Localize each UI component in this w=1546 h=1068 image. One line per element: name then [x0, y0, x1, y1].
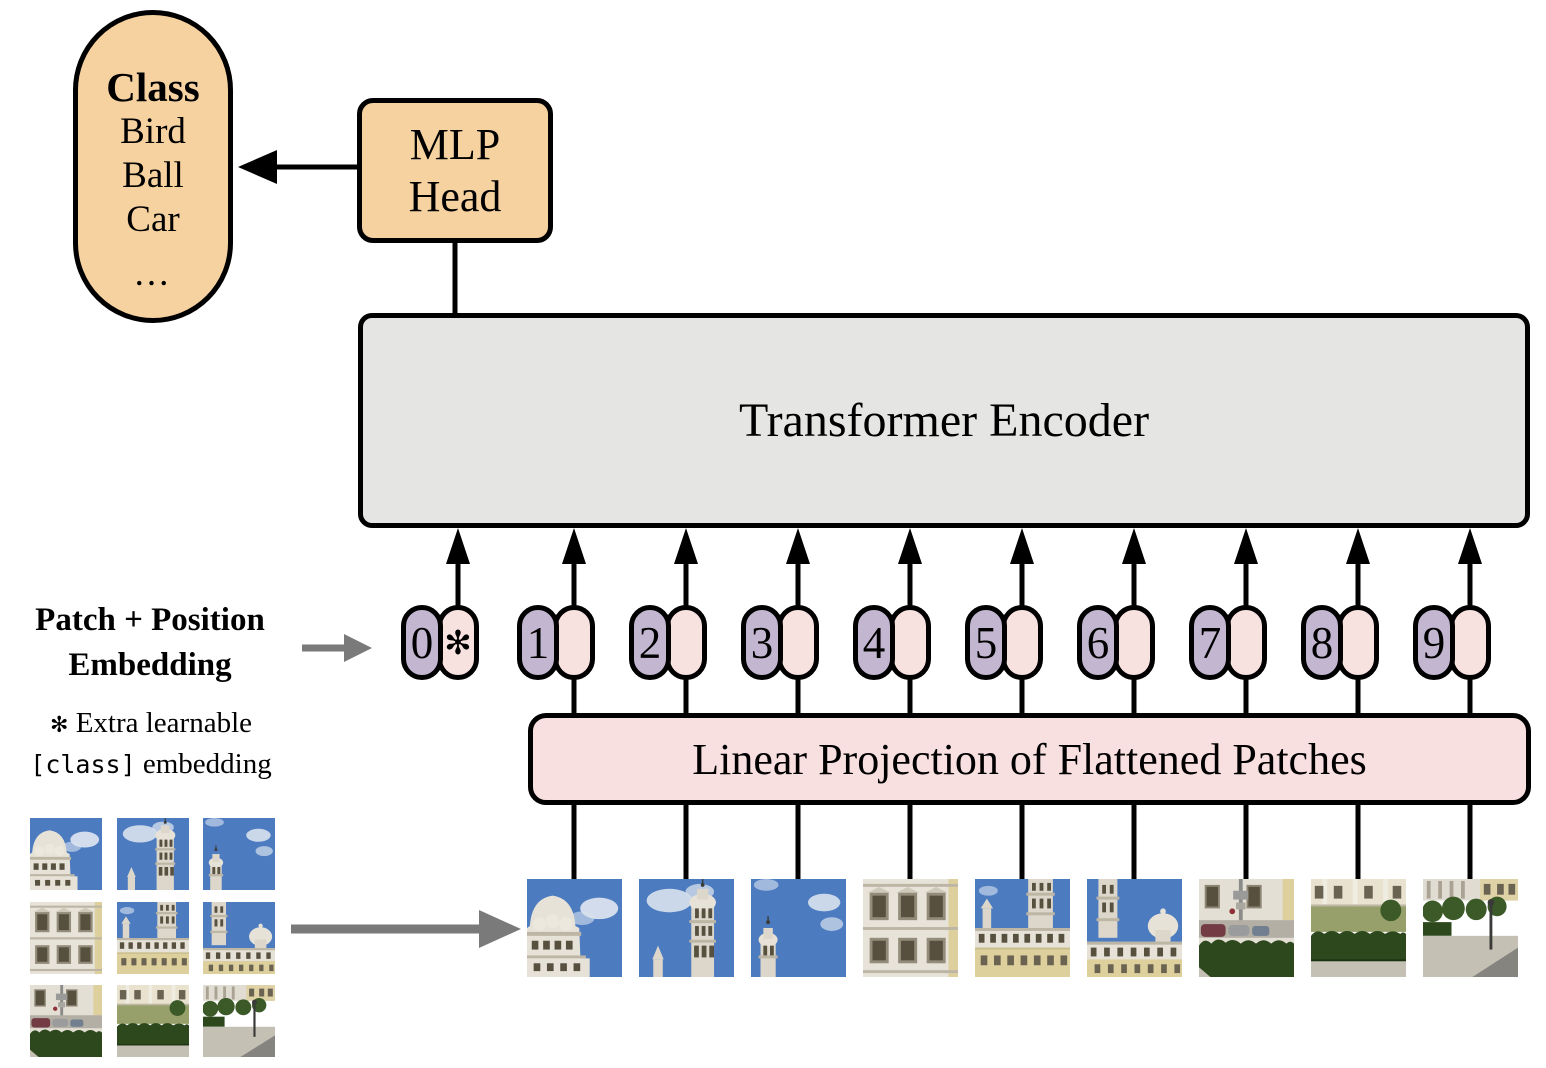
linear-projection-box: Linear Projection of Flattened Patches	[528, 713, 1531, 805]
token-pair: 7	[1189, 605, 1267, 680]
grid-cell-dome-sky	[30, 818, 102, 890]
position-token: 2	[629, 605, 671, 680]
position-token: 5	[965, 605, 1007, 680]
grid-cell-facade-ornate	[117, 902, 189, 974]
position-token-number: 2	[638, 617, 662, 668]
grid-cell-street-cars-hedge	[30, 985, 102, 1057]
grid-cell-towers-facade	[203, 902, 275, 974]
arrowhead-icon	[1234, 528, 1258, 564]
patch-token	[1225, 605, 1267, 680]
patch-token	[665, 605, 707, 680]
patch-token	[1113, 605, 1155, 680]
grid-cell-path-bushes	[203, 985, 275, 1057]
position-token-number: 3	[750, 617, 774, 668]
token-pair: 1	[517, 605, 595, 680]
patch-image-spire-sky	[751, 879, 846, 977]
token-pair: 4	[853, 605, 931, 680]
position-token-number: 8	[1310, 617, 1334, 668]
arrowhead-icon	[898, 528, 922, 564]
footnote-star-icon: ✻	[50, 713, 69, 738]
patch-image-towers-facade	[1087, 879, 1182, 977]
arrowhead-icon	[1346, 528, 1370, 564]
token-pair: 2	[629, 605, 707, 680]
arrowhead-icon	[1010, 528, 1034, 564]
patch-token	[1001, 605, 1043, 680]
patch-position-embedding-label: Patch + Position Embedding	[35, 602, 265, 683]
patch-token	[777, 605, 819, 680]
patch-token	[1449, 605, 1491, 680]
patch-image-street-cars-hedge	[1199, 879, 1294, 977]
arrowhead-icon	[344, 634, 372, 662]
position-token-number: 7	[1198, 617, 1222, 668]
class-item: Car	[126, 198, 180, 240]
arrowhead-icon	[674, 528, 698, 564]
transformer-encoder-label: Transformer Encoder	[738, 394, 1150, 447]
footnote-text: embedding	[142, 748, 272, 780]
class-output-pill: Class Bird Ball Car ...	[73, 10, 233, 323]
position-token: 8	[1301, 605, 1343, 680]
position-token-number: 6	[1086, 617, 1110, 668]
arrowhead-icon	[1458, 528, 1482, 564]
class-embedding-footnote: ✻ Extra learnable [class] embedding	[5, 704, 297, 784]
position-token: 0	[401, 605, 443, 680]
grid-cell-hedge-garden	[117, 985, 189, 1057]
position-token: 6	[1077, 605, 1119, 680]
token-pair: 5	[965, 605, 1043, 680]
footnote-text: Extra learnable	[75, 707, 252, 739]
patch-image-facade-ornate	[975, 879, 1070, 977]
position-token: 3	[741, 605, 783, 680]
arrowhead-icon	[1122, 528, 1146, 564]
token-pair: 8	[1301, 605, 1379, 680]
patch-token	[1337, 605, 1379, 680]
patch-token	[889, 605, 931, 680]
patch-image-path-bushes	[1423, 879, 1518, 977]
linear-projection-label: Linear Projection of Flattened Patches	[692, 734, 1367, 784]
class-token-star-icon: ✻	[444, 623, 472, 662]
arrowhead-icon	[446, 528, 470, 564]
patch-image-facade-windows	[863, 879, 958, 977]
position-token: 4	[853, 605, 895, 680]
position-token-number: 0	[410, 617, 434, 668]
arrowhead-icon	[479, 910, 521, 948]
position-token: 7	[1189, 605, 1231, 680]
position-token-number: 9	[1422, 617, 1446, 668]
position-token-number: 4	[862, 617, 886, 668]
class-item: Ball	[122, 154, 184, 196]
grid-cell-spire-sky	[203, 818, 275, 890]
position-token: 9	[1413, 605, 1455, 680]
class-ellipsis: ...	[134, 252, 172, 294]
token-pair: 9	[1413, 605, 1491, 680]
patch-image-tower-sky	[639, 879, 734, 977]
grid-cell-facade-windows	[30, 902, 102, 974]
patch-image-dome-sky	[527, 879, 622, 977]
position-token: 1	[517, 605, 559, 680]
token-pair: 0✻	[401, 605, 479, 680]
patch-token: ✻	[437, 605, 479, 680]
arrowhead-icon	[786, 528, 810, 564]
patch-image-hedge-garden	[1311, 879, 1406, 977]
arrowhead-icon	[238, 150, 277, 184]
position-token-number: 5	[974, 617, 998, 668]
token-pair: 6	[1077, 605, 1155, 680]
arrowhead-icon	[562, 528, 586, 564]
class-title: Class	[106, 63, 200, 110]
patch-token	[553, 605, 595, 680]
transformer-encoder-box: Transformer Encoder	[358, 313, 1530, 528]
grid-cell-tower-sky	[117, 818, 189, 890]
class-item: Bird	[120, 110, 186, 152]
position-token-number: 1	[526, 617, 550, 668]
class-token-code: [class]	[30, 750, 136, 779]
token-pair: 3	[741, 605, 819, 680]
